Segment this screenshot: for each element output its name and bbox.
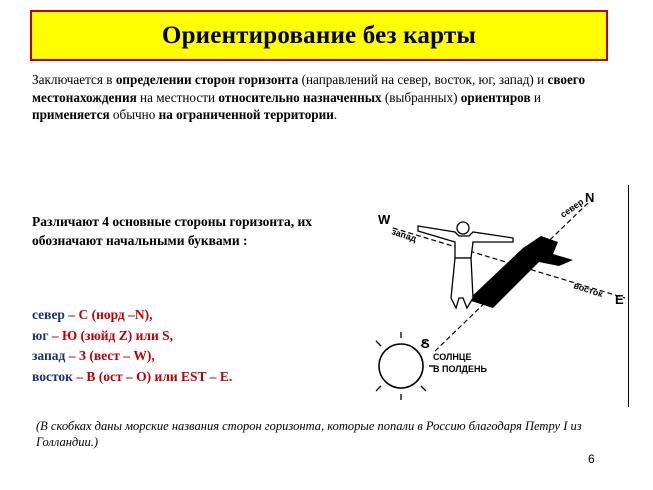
south-letter: S	[421, 336, 430, 351]
north-letter: N	[585, 190, 594, 205]
direction-north: север – С (норд –N),	[32, 307, 153, 322]
direction-east: восток – В (ост – О) или EST – E.	[32, 368, 233, 384]
sun-icon	[378, 343, 424, 389]
intro-text: на местности	[136, 89, 219, 105]
sun-rays	[375, 332, 435, 400]
compass-illustration: N север W запад E восток S СОЛНЦЕ В ПОЛД…	[375, 190, 626, 400]
slide-divider	[628, 185, 629, 407]
intro-text: обычно	[109, 107, 159, 122]
intro-text: (направлений на север, восток, юг, запад…	[298, 72, 548, 87]
intro-text: и	[530, 89, 541, 105]
intro-text: (выбранных)	[381, 89, 461, 105]
intro-emphasis: определении сторон горизонта	[115, 72, 299, 87]
west-letter: W	[378, 212, 391, 227]
north-label: север	[558, 196, 585, 219]
direction-west: запад – З (вест – W),	[32, 348, 155, 363]
intro-emphasis: применяется	[32, 107, 110, 122]
intro-text: .	[333, 107, 338, 122]
horizon-heading-line-1: Различают 4 основные стороны горизонта, …	[32, 214, 312, 229]
sun-caption-line-1: СОЛНЦЕ	[433, 352, 471, 362]
intro-emphasis: относительно назначенных	[218, 89, 382, 105]
person-shadow	[468, 236, 573, 308]
sun-caption-line-2: В ПОЛДЕНЬ	[433, 364, 487, 374]
intro-emphasis: ориентиров	[460, 89, 531, 105]
intro-text: Заключается в	[32, 72, 116, 87]
slide-title: Ориентирование без карты	[161, 21, 477, 49]
west-label: запад	[390, 226, 418, 243]
footnote: (В скобках даны морские названия сторон …	[36, 419, 582, 449]
intro-emphasis: на ограниченной территории	[158, 107, 334, 122]
person-figure	[417, 221, 514, 310]
directions-list: север – С (норд –N), юг – Ю (зюйд Z) или…	[32, 305, 232, 387]
intro-emphasis: своего местонахождения	[32, 72, 586, 105]
intro-paragraph: Заключается в определении сторон горизон…	[32, 71, 617, 124]
direction-south: юг – Ю (зюйд Z) или S,	[32, 327, 174, 343]
horizon-heading: Различают 4 основные стороны горизонта, …	[32, 212, 382, 250]
east-letter: E	[615, 292, 624, 307]
east-label: восток	[572, 280, 604, 299]
page-number: 6	[588, 452, 595, 466]
title-banner: Ориентирование без карты	[30, 10, 608, 61]
horizon-heading-line-2: обозначают начальными буквами :	[32, 233, 248, 248]
